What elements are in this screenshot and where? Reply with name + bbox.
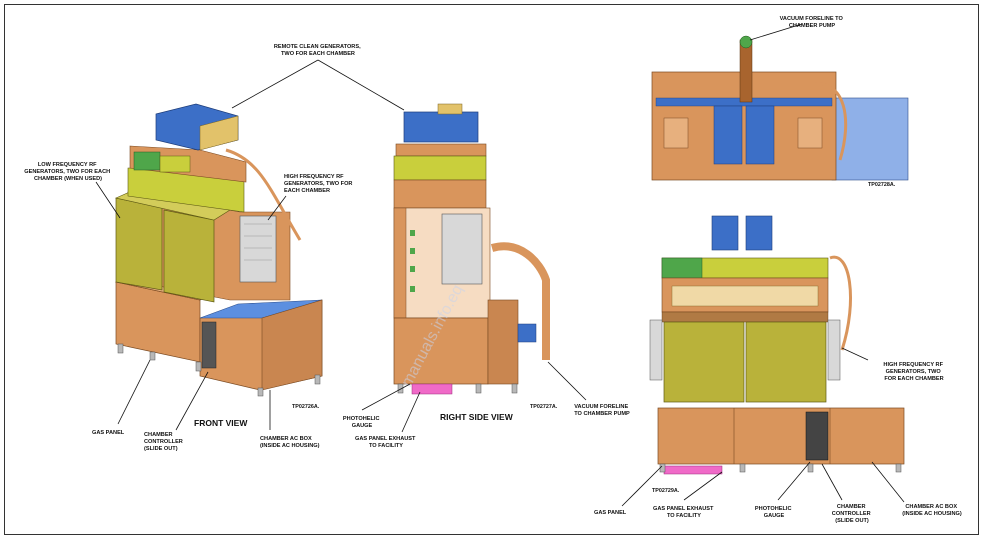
front-feet — [117, 343, 321, 397]
title-right-side-view: RIGHT SIDE VIEW — [440, 412, 514, 422]
front-lf-generator-1 — [115, 197, 163, 291]
tp-back: TP02729A. — [652, 488, 680, 494]
label-photohelic-back: PHOTOHELIC GAUGE — [755, 506, 793, 519]
elev-tan-inner — [671, 285, 819, 307]
top-panel-right — [797, 117, 823, 149]
tp-top: TP02728A. — [868, 182, 896, 188]
top-view-machine — [651, 35, 909, 181]
side-upper-copper — [395, 143, 487, 157]
side-left-post — [393, 207, 407, 319]
label-chamber-controller-back: CHAMBER CONTROLLER (SLIDE OUT) — [832, 504, 872, 524]
top-blue-right — [745, 105, 775, 165]
label-gas-exhaust-side: GAS PANEL EXHAUST TO FACILITY — [355, 436, 417, 449]
top-blue-left — [713, 105, 743, 165]
elev-controller — [805, 411, 829, 461]
label-high-freq-front: HIGH FREQUENCY RF GENERATORS, TWO FOR EA… — [284, 174, 354, 194]
front-hf-generator — [239, 215, 277, 283]
top-foreline-flange — [739, 35, 753, 49]
side-hf-generator — [441, 213, 483, 285]
elev-pink-exhaust — [663, 465, 723, 475]
tp-side: TP02727A. — [530, 404, 558, 410]
side-feet — [397, 383, 518, 394]
top-tubing — [811, 82, 848, 161]
top-panel-left — [663, 117, 689, 149]
label-vacuum-foreline-top: VACUUM FORELINE TO CHAMBER PUMP — [780, 16, 845, 29]
side-lime-band — [393, 155, 487, 181]
elev-olive-right — [745, 321, 827, 403]
label-vacuum-foreline-side: VACUUM FORELINE TO CHAMBER PUMP — [574, 404, 630, 417]
side-mid-copper — [393, 179, 487, 209]
side-pink-exhaust — [411, 383, 453, 395]
front-view-machine — [114, 103, 323, 397]
side-view-machine — [393, 103, 550, 395]
title-front-view: FRONT VIEW — [194, 418, 248, 428]
leader-lines — [95, 23, 905, 507]
elev-frame-strip — [661, 311, 829, 323]
front-controller — [201, 321, 217, 369]
side-remote-clean-top — [437, 103, 463, 115]
side-blue-block — [517, 323, 537, 343]
label-photohelic-side: PHOTOHELIC GAUGE — [343, 416, 381, 429]
front-lime-block — [159, 155, 191, 173]
front-tubing — [225, 148, 302, 241]
front-lf-generator-2 — [163, 209, 215, 303]
elev-hf-left — [649, 319, 663, 381]
label-gas-exhaust-back: GAS PANEL EXHAUST TO FACILITY — [653, 506, 715, 519]
side-green-indicators — [410, 230, 415, 292]
front-remote-clean-tan — [199, 115, 239, 151]
top-foreline-stack — [739, 39, 753, 103]
tp-front: TP02726A. — [292, 404, 320, 410]
elev-feet — [659, 463, 902, 473]
elev-tubing — [829, 255, 852, 351]
side-foreline-pipe — [490, 242, 550, 360]
elev-base — [657, 407, 905, 465]
label-gas-panel-back: GAS PANEL — [594, 510, 627, 516]
elev-blue-left — [711, 215, 739, 251]
front-green-block — [133, 151, 161, 171]
front-ac-side — [261, 299, 323, 391]
elev-blue-right — [745, 215, 773, 251]
elev-olive-left — [663, 321, 745, 403]
label-chamber-controller-front: CHAMBER CONTROLLER (SLIDE OUT) — [144, 432, 184, 452]
label-remote-clean: REMOTE CLEAN GENERATORS, TWO FOR EACH CH… — [274, 44, 362, 57]
side-base — [393, 317, 489, 385]
label-chamber-ac-front: CHAMBER AC BOX (INSIDE AC HOUSING) — [260, 436, 320, 449]
label-chamber-ac-back: CHAMBER AC BOX (INSIDE AC HOUSING) — [902, 504, 962, 517]
label-low-freq: LOW FREQUENCY RF GENERATORS, TWO FOR EAC… — [24, 162, 111, 182]
elevation-view-machine — [649, 215, 905, 475]
side-remote-clean — [403, 111, 479, 143]
elev-hf-right — [827, 319, 841, 381]
label-high-freq-back: HIGH FREQUENCY RF GENERATORS, TWO FOR EA… — [883, 362, 944, 382]
side-base-right — [487, 299, 519, 385]
label-gas-panel-front: GAS PANEL — [92, 430, 125, 436]
elev-green-left — [661, 257, 703, 279]
